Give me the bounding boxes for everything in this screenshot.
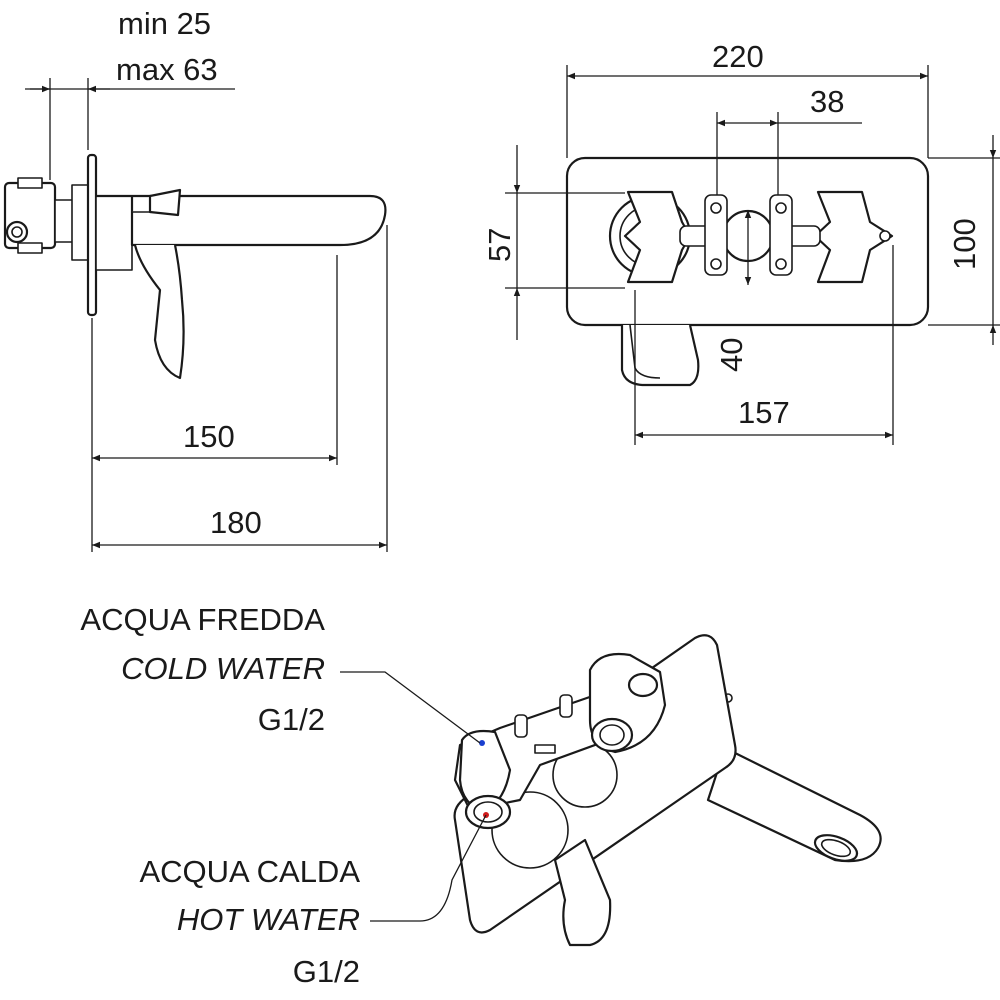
iso-lever	[553, 838, 612, 947]
cold-water-label-group: ACQUA FREDDA COLD WATER G1/2	[80, 602, 325, 737]
cold-leader-line	[340, 671, 481, 744]
valve-height-label: 57	[482, 228, 517, 262]
hot-water-italian-label: ACQUA CALDA	[139, 854, 360, 889]
lever-handle	[133, 244, 185, 380]
plate-width-label: 220	[712, 39, 764, 74]
isometric-view	[453, 634, 882, 947]
hot-water-label-group: ACQUA CALDA HOT WATER G1/2	[139, 854, 360, 989]
hot-water-english-label: HOT WATER	[177, 902, 360, 937]
iso-spout	[706, 746, 882, 863]
spout-length-label: 150	[183, 419, 235, 454]
front-view: 220 38 57 100 40 157	[482, 39, 1000, 445]
side-view: min 25 max 63 150 180	[3, 6, 388, 552]
hot-water-thread-label: G1/2	[293, 954, 360, 989]
valve-offset-label: 40	[714, 338, 749, 372]
body-width-label: 157	[738, 395, 790, 430]
depth-min-label: min 25	[118, 6, 211, 41]
hot-valve	[623, 190, 692, 284]
hot-leader-line	[370, 814, 487, 922]
iso-hot-inlet	[458, 729, 512, 814]
inlet-spacing-label: 38	[810, 84, 844, 119]
wall-plate	[86, 153, 98, 317]
depth-max-label: max 63	[116, 52, 218, 87]
total-length-label: 180	[210, 505, 262, 540]
cold-water-italian-label: ACQUA FREDDA	[80, 602, 325, 637]
cold-water-english-label: COLD WATER	[121, 651, 325, 686]
plate-height-label: 100	[947, 218, 982, 270]
cold-marker	[479, 740, 485, 746]
cold-water-thread-label: G1/2	[258, 702, 325, 737]
spout	[96, 194, 387, 247]
